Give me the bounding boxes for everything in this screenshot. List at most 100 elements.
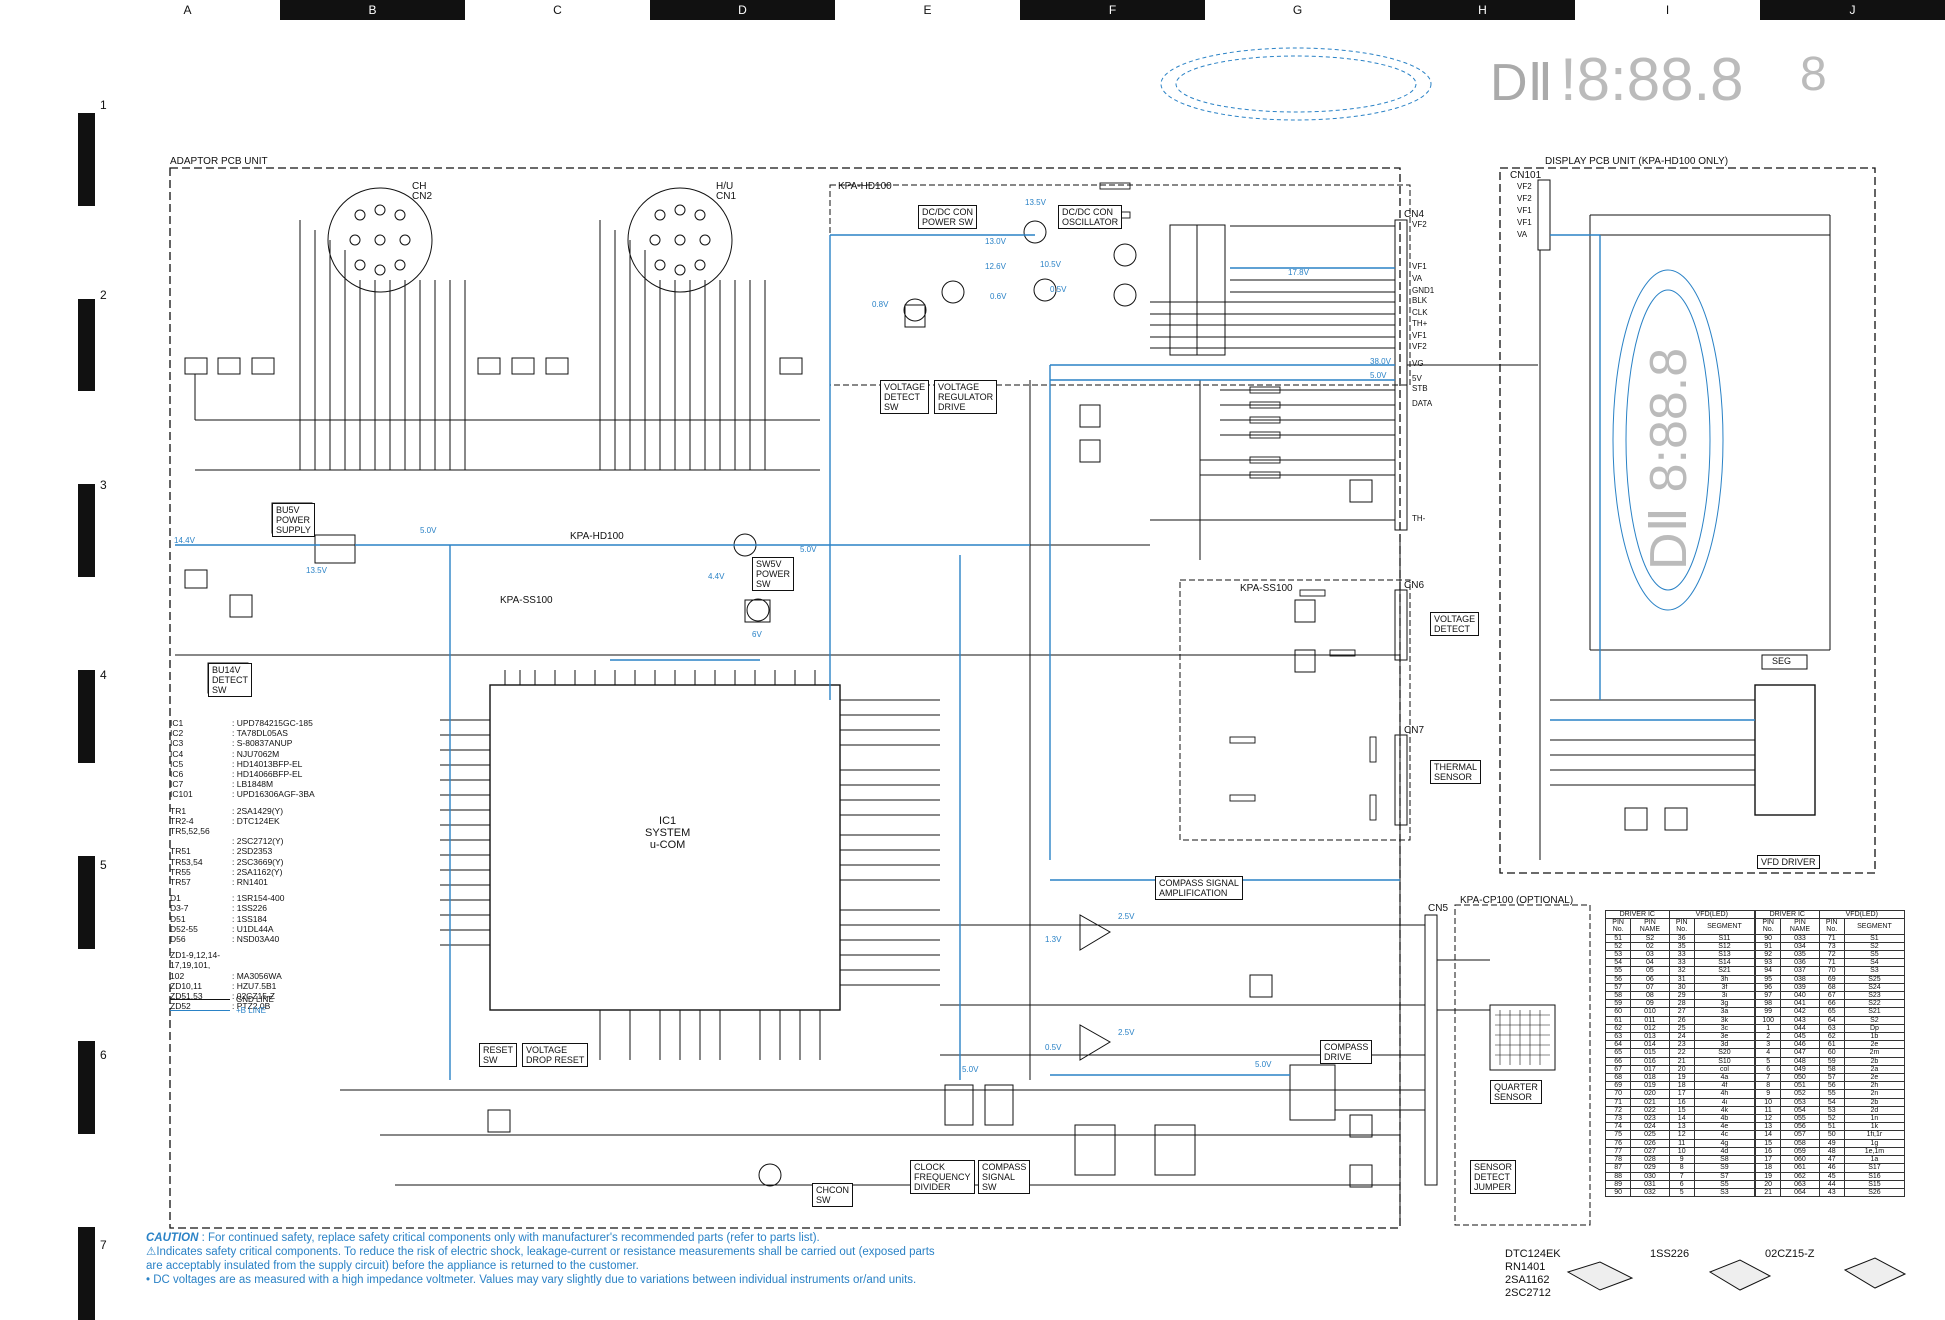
parts-list-row: IC1: UPD784215GC-185 bbox=[170, 718, 315, 728]
ic1-top-pins bbox=[504, 670, 816, 685]
part-number: : UPD784215GC-185 bbox=[232, 718, 313, 728]
quarter-sensor-block: QUARTER SENSOR bbox=[1490, 1080, 1542, 1104]
part-ref: ZD51,53 bbox=[170, 991, 203, 1002]
caution-note: CAUTION : For continued safety, replace … bbox=[146, 1232, 935, 1286]
cn2-pins bbox=[349, 204, 411, 276]
part-number: : 2SD2353 bbox=[232, 846, 273, 857]
cn101-connector bbox=[1537, 179, 1551, 251]
cn6-label: CN6 bbox=[1404, 580, 1425, 591]
parts-list-row: D1: 1SR154-400 bbox=[170, 893, 315, 903]
vfd-digits: DⅡ !8:88.8 8 bbox=[1490, 46, 1827, 113]
parts-list-row: IC5: HD14013BFP-EL bbox=[170, 759, 315, 769]
zener-group-left bbox=[184, 357, 803, 375]
column-label: E bbox=[835, 0, 1020, 20]
cn4-pin: GND1 bbox=[1412, 286, 1435, 295]
part-ref: D56 bbox=[170, 934, 186, 945]
part-number: : NSD03A40 bbox=[232, 934, 280, 945]
part-number: : HD14013BFP-EL bbox=[232, 758, 303, 769]
parts-list-row: TR5,52,56 bbox=[170, 826, 315, 836]
part-number: : DTC124EK bbox=[232, 815, 280, 826]
row-label: 6 bbox=[100, 1048, 107, 1062]
ic4-opamp-1 bbox=[1079, 914, 1111, 951]
voltage-value: 12.6V bbox=[985, 262, 1006, 271]
svg-text:DⅡ 8:88.8: DⅡ 8:88.8 bbox=[1640, 348, 1698, 570]
part-ref: IC2 bbox=[170, 728, 184, 739]
ic2-body bbox=[314, 534, 356, 564]
cn4-pin: DATA bbox=[1412, 399, 1433, 408]
cn101-pin: VF2 bbox=[1517, 194, 1532, 203]
sw5v-block: SW5V POWER SW bbox=[752, 557, 795, 591]
voltage-value: 13.5V bbox=[1025, 198, 1046, 207]
small-device-boxes bbox=[184, 304, 1688, 1188]
part-number: : 2SA1162(Y) bbox=[232, 866, 283, 877]
part-number: : HZU7.5B1 bbox=[232, 980, 277, 991]
voltage-value: 4.4V bbox=[708, 572, 725, 581]
cn1-wires bbox=[599, 220, 766, 470]
parts-list-row: IC101: UPD16306AGF-3BA bbox=[170, 789, 315, 799]
part-ref: D52-55 bbox=[170, 923, 198, 934]
column-label: C bbox=[465, 0, 650, 20]
part-number: : 2SA1429(Y) bbox=[232, 805, 284, 816]
volt-reg-block: VOLTAGE REGULATOR DRIVE bbox=[934, 380, 998, 414]
column-label: D bbox=[650, 0, 835, 20]
column-label: I bbox=[1575, 0, 1760, 20]
b-lines bbox=[175, 234, 1755, 1080]
column-label: G bbox=[1205, 0, 1390, 20]
parts-list-row: ZD52: PTZ2.0B bbox=[170, 1001, 315, 1011]
volt-drop-block: VOLTAGE DROP RESET bbox=[522, 1043, 589, 1067]
part-ref: IC6 bbox=[170, 769, 184, 780]
cn101-pin: VA bbox=[1517, 230, 1528, 239]
row-label: 7 bbox=[100, 1238, 107, 1252]
parts-list-row: IC4: NJU7062M bbox=[170, 749, 315, 759]
ic1-right-pins bbox=[840, 699, 940, 986]
voltage-value: 5.0V bbox=[420, 526, 437, 535]
part-number: : 2SC2712(Y) bbox=[232, 836, 284, 847]
voltage-value: 5.0V bbox=[1255, 1060, 1272, 1069]
part-ref: IC3 bbox=[170, 738, 184, 749]
cn101-pin: VF1 bbox=[1517, 218, 1532, 227]
part-number: : 1SS184 bbox=[232, 913, 267, 924]
row-label: 1 bbox=[100, 98, 107, 112]
ic6-block bbox=[984, 1084, 1014, 1126]
cn4-pin: VF1 bbox=[1412, 331, 1427, 340]
sen101-sensor bbox=[1489, 1004, 1556, 1071]
thermal-sensor-block: THERMAL SENSOR bbox=[1430, 760, 1482, 784]
caution-line3: DC voltages are as measured with a high … bbox=[153, 1274, 917, 1286]
voltage-value: 1.3V bbox=[1045, 935, 1062, 944]
cn101-pin: VF2 bbox=[1517, 182, 1532, 191]
cn1-connector bbox=[627, 187, 733, 293]
cp100-outline bbox=[1454, 904, 1591, 1226]
parts-list-row: D52-55: U1DL44A bbox=[170, 924, 315, 934]
voltage-value: 0.6V bbox=[990, 292, 1007, 301]
svg-text:DⅡ: DⅡ bbox=[1490, 54, 1553, 112]
clock-div-block: CLOCK FREQUENCY DIVIDER bbox=[910, 1160, 975, 1194]
compass-sw-block: COMPASS SIGNAL SW bbox=[978, 1160, 1031, 1194]
cn4-pin: TH- bbox=[1412, 514, 1426, 523]
svg-text:8: 8 bbox=[1800, 48, 1827, 101]
row-label: 5 bbox=[100, 858, 107, 872]
column-label: F bbox=[1020, 0, 1205, 20]
part-ref: ZD10,11 bbox=[170, 980, 202, 991]
